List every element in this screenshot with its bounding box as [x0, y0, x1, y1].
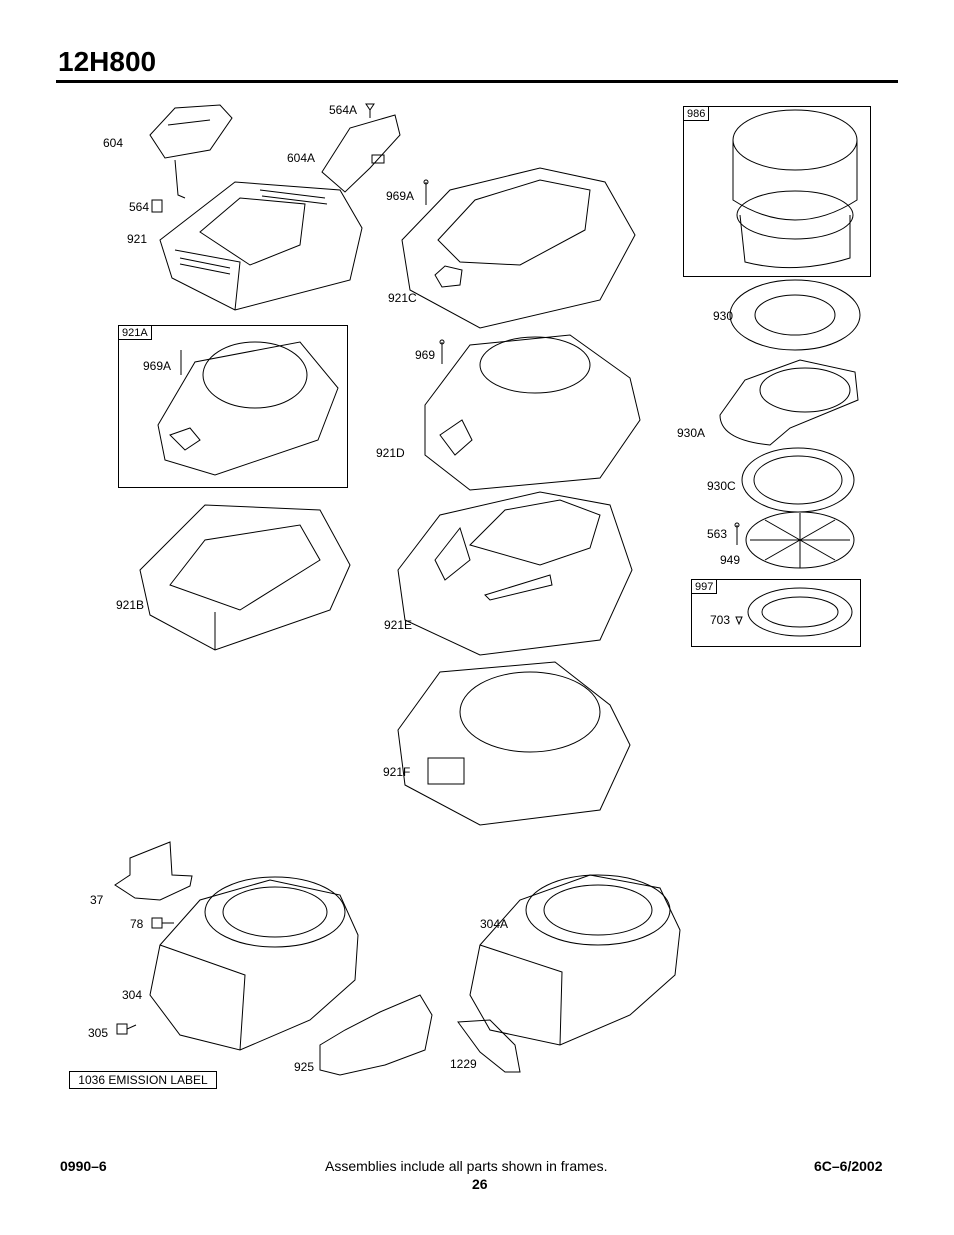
label-949: 949: [720, 553, 741, 567]
footer-right: 6C–6/2002: [814, 1158, 883, 1174]
part-604-drawing: [149, 104, 233, 199]
label-564A: 564A: [329, 103, 358, 117]
part-921-drawing: [159, 181, 363, 311]
label-921F: 921F: [383, 765, 411, 779]
label-921C: 921C: [388, 291, 417, 305]
footer-left: 0990–6: [60, 1158, 107, 1174]
part-921B-drawing: [139, 504, 351, 651]
label-37: 37: [90, 893, 104, 907]
page-number: 26: [472, 1176, 488, 1192]
part-921C-drawing: [401, 167, 636, 329]
frame-tag-986: 986: [683, 106, 710, 121]
label-604: 604: [103, 136, 124, 150]
part-921F-drawing: [397, 661, 631, 826]
frame-986: 986: [683, 106, 871, 277]
label-703: 703: [710, 613, 731, 627]
part-1229-drawing: [457, 1019, 521, 1073]
part-564-drawing: [151, 199, 163, 213]
part-78-drawing: [151, 917, 174, 929]
part-930C-drawing: [741, 447, 855, 513]
part-564A-drawing: [365, 103, 375, 118]
label-305: 305: [88, 1026, 109, 1040]
label-921E: 921E: [384, 618, 413, 632]
part-986-drawing: [732, 109, 858, 269]
label-921D: 921D: [376, 446, 405, 460]
frame-997: 997: [691, 579, 861, 647]
part-305-drawing: [116, 1023, 137, 1035]
part-930A-drawing: [719, 359, 859, 446]
label-925: 925: [294, 1060, 315, 1074]
part-921E-drawing: [397, 491, 633, 656]
part-921D-drawing: [424, 334, 641, 491]
frame-tag-921A: 921A: [118, 325, 152, 340]
label-930: 930: [713, 309, 734, 323]
part-563-drawing: [734, 522, 740, 545]
label-969A: 969A: [386, 189, 415, 203]
title-rule: [56, 80, 898, 83]
label-921B: 921B: [116, 598, 145, 612]
label-930A: 930A: [677, 426, 706, 440]
part-969-drawing: [439, 339, 445, 364]
label-304A: 304A: [480, 917, 509, 931]
part-604A-drawing: [321, 114, 401, 193]
label-78: 78: [130, 917, 144, 931]
label-1229: 1229: [450, 1057, 477, 1071]
footer-note: Assemblies include all parts shown in fr…: [325, 1158, 608, 1174]
part-925-drawing: [319, 994, 433, 1076]
part-304A-drawing: [469, 874, 681, 1046]
frame-921A: 921A: [118, 325, 348, 488]
emission-label-box: 1036 EMISSION LABEL: [69, 1071, 217, 1089]
part-969A-drawing: [423, 179, 429, 205]
label-304: 304: [122, 988, 143, 1002]
label-969: 969: [415, 348, 436, 362]
part-997-drawing: [735, 587, 853, 637]
part-304-drawing: [149, 876, 359, 1051]
part-37-drawing: [114, 841, 193, 901]
label-930C: 930C: [707, 479, 736, 493]
page-title: 12H800: [58, 46, 157, 77]
part-930-drawing: [729, 279, 861, 351]
label-921: 921: [127, 232, 148, 246]
label-563: 563: [707, 527, 728, 541]
part-921A-drawing: [157, 341, 339, 476]
part-949-drawing: [745, 511, 855, 569]
label-604A: 604A: [287, 151, 316, 165]
label-564: 564: [129, 200, 150, 214]
frame-tag-997: 997: [691, 579, 718, 594]
label-969A-frame: 969A: [143, 359, 172, 373]
